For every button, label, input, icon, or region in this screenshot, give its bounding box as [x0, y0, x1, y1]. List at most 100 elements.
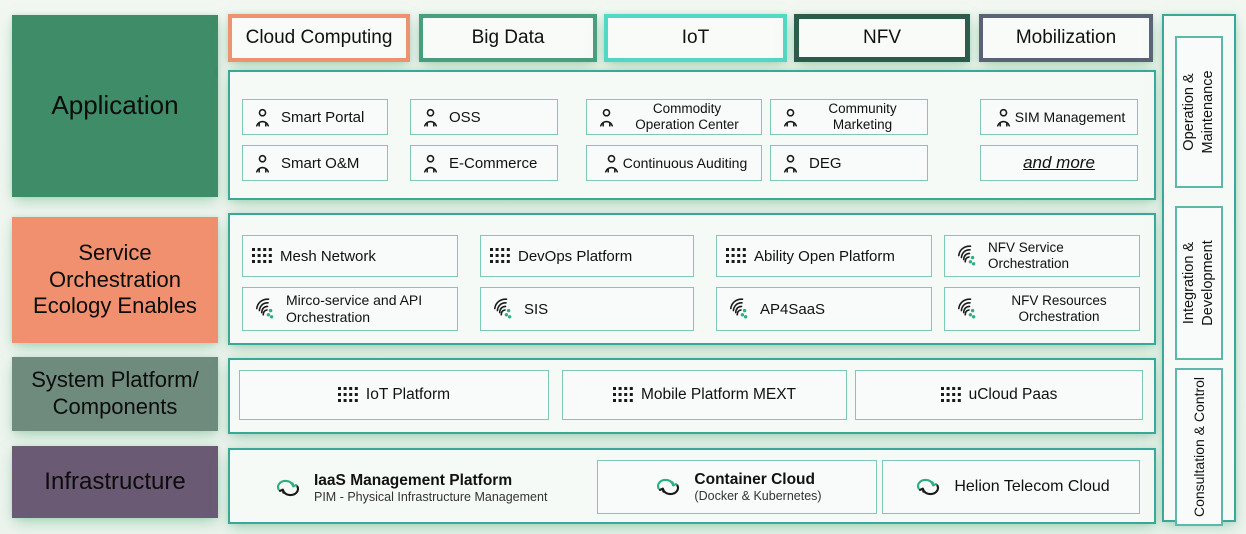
- user-icon: [780, 153, 801, 174]
- user-icon: [420, 107, 441, 128]
- grid-icon: [941, 387, 961, 403]
- tab-big-data: Big Data: [419, 14, 597, 62]
- item-label: E-Commerce: [449, 154, 538, 172]
- cloud-sync-icon: [652, 475, 684, 499]
- vertical-label-line: Maintenance: [1200, 70, 1216, 154]
- tab-label: IoT: [681, 27, 710, 48]
- item-label: uCloud Paas: [968, 386, 1058, 403]
- service-orchestration-panel: Mesh Network DevOps Platform Ability Ope…: [228, 213, 1156, 345]
- item-label: OSS: [449, 108, 481, 126]
- vertical-label: Consultation & Control: [1190, 377, 1208, 517]
- app-item-deg: DEG: [770, 145, 928, 181]
- sys-item-ucloud-paas: uCloud Paas: [855, 370, 1143, 420]
- soe-item-nfv-resources-orchestration: NFV Resources Orchestration: [944, 287, 1140, 331]
- item-label: SIM Management: [1014, 109, 1126, 125]
- tab-cloud-computing: Cloud Computing: [228, 14, 410, 62]
- app-item-oss: OSS: [410, 99, 558, 135]
- layer-label-service-orchestration: Service Orchestration Ecology Enables: [12, 217, 218, 343]
- grid-icon: [613, 387, 633, 403]
- vertical-label: Integration & Development: [1180, 240, 1218, 325]
- sys-item-iot-platform: IoT Platform: [239, 370, 549, 420]
- user-icon: [252, 153, 273, 174]
- orchestration-swirl-icon: [726, 296, 752, 322]
- app-item-smart-portal: Smart Portal: [242, 99, 388, 135]
- tab-iot: IoT: [604, 14, 787, 62]
- app-item-commodity-operation-center: Commodity Operation Center: [586, 99, 762, 135]
- item-label: and more: [1023, 153, 1095, 172]
- user-icon: [780, 107, 801, 128]
- item-label: Mirco-service and API Orchestration: [286, 292, 423, 325]
- infra-item-title: Helion Telecom Cloud: [954, 478, 1110, 495]
- user-icon: [601, 153, 622, 174]
- item-label: Mesh Network: [280, 247, 376, 265]
- tab-label: Mobilization: [1015, 27, 1117, 48]
- app-item-sim-management: SIM Management: [980, 99, 1138, 135]
- tab-mobilization: Mobilization: [979, 14, 1153, 62]
- item-label: DevOps Platform: [518, 247, 633, 265]
- tab-label: Big Data: [471, 27, 545, 48]
- soe-item-micro-service-api-orchestration: Mirco-service and API Orchestration: [242, 287, 458, 331]
- layer-label-infrastructure: Infrastructure: [12, 446, 218, 518]
- vertical-label: Operation & Maintenance: [1180, 70, 1218, 153]
- sidebar-item-operation-maintenance: Operation & Maintenance: [1175, 36, 1223, 188]
- soe-item-devops-platform: DevOps Platform: [480, 235, 694, 277]
- vertical-label-line: Operation &: [1181, 73, 1198, 151]
- item-label: NFV Resources Orchestration: [1011, 293, 1107, 324]
- item-label: Commodity Operation Center: [635, 101, 739, 132]
- user-icon: [420, 153, 441, 174]
- infra-item-subtitle: (Docker & Kubernetes): [694, 488, 822, 503]
- item-label: AP4SaaS: [760, 300, 826, 318]
- orchestration-swirl-icon: [954, 296, 980, 322]
- item-label: Continuous Auditing: [622, 155, 748, 171]
- tab-nfv: NFV: [794, 14, 970, 62]
- user-icon: [993, 107, 1014, 128]
- infra-item-subtitle: PIM - Physical Infrastructure Management: [314, 489, 548, 504]
- sidebar-item-integration-development: Integration & Development: [1175, 206, 1223, 360]
- grid-icon: [726, 248, 746, 264]
- grid-icon: [338, 387, 358, 403]
- item-label: SIS: [524, 300, 549, 318]
- infra-item-text: Container Cloud (Docker & Kubernetes): [694, 470, 821, 505]
- app-item-continuous-auditing: Continuous Auditing: [586, 145, 762, 181]
- layer-label-text: Application: [51, 90, 179, 121]
- user-icon: [596, 107, 617, 128]
- infra-item-title: Container Cloud: [694, 470, 815, 488]
- layer-label-text: Service Orchestration Ecology Enables: [33, 239, 197, 319]
- orchestration-swirl-icon: [490, 296, 516, 322]
- infrastructure-panel: IaaS Management Platform PIM - Physical …: [228, 448, 1156, 524]
- grid-icon: [252, 248, 272, 264]
- tab-label: Cloud Computing: [245, 27, 393, 48]
- soe-item-sis: SIS: [480, 287, 694, 331]
- soe-item-nfv-service-orchestration: NFV Service Orchestration: [944, 235, 1140, 277]
- item-label: IoT Platform: [365, 386, 451, 403]
- grid-icon: [490, 248, 510, 264]
- orchestration-swirl-icon: [252, 296, 278, 322]
- vertical-label-line: Development: [1200, 240, 1216, 326]
- soe-item-ability-open-platform: Ability Open Platform: [716, 235, 932, 277]
- cloud-sync-icon: [912, 475, 944, 499]
- item-label: Ability Open Platform: [754, 247, 895, 265]
- sidebar-item-consultation-control: Consultation & Control: [1175, 368, 1223, 526]
- system-platform-panel: IoT Platform Mobile Platform MEXT uCloud…: [228, 358, 1156, 434]
- right-sidebar: Operation & Maintenance Integration & De…: [1162, 14, 1236, 526]
- soe-item-mesh-network: Mesh Network: [242, 235, 458, 277]
- app-item-smart-om: Smart O&M: [242, 145, 388, 181]
- soe-item-ap4saas: AP4SaaS: [716, 287, 932, 331]
- item-label: Smart O&M: [281, 154, 360, 172]
- orchestration-swirl-icon: [954, 243, 980, 269]
- vertical-label-line: Consultation & Control: [1190, 376, 1207, 518]
- infra-item-helion-telecom-cloud: Helion Telecom Cloud: [882, 460, 1140, 514]
- app-item-and-more: and more: [980, 145, 1138, 181]
- layer-label-system-platform: System Platform/ Components: [12, 357, 218, 431]
- tab-label: NFV: [863, 27, 901, 48]
- item-label: Smart Portal: [281, 108, 365, 126]
- item-label: Community Marketing: [828, 101, 897, 132]
- app-item-community-marketing: Community Marketing: [770, 99, 928, 135]
- application-panel: Smart Portal OSS Commodity Operation Cen…: [228, 70, 1156, 200]
- item-label: DEG: [809, 154, 842, 172]
- item-label: NFV Service Orchestration: [988, 240, 1070, 271]
- infra-item-container-cloud: Container Cloud (Docker & Kubernetes): [597, 460, 877, 514]
- sys-item-mobile-platform-mext: Mobile Platform MEXT: [562, 370, 847, 420]
- user-icon: [252, 107, 273, 128]
- layer-label-text: Infrastructure: [44, 468, 186, 496]
